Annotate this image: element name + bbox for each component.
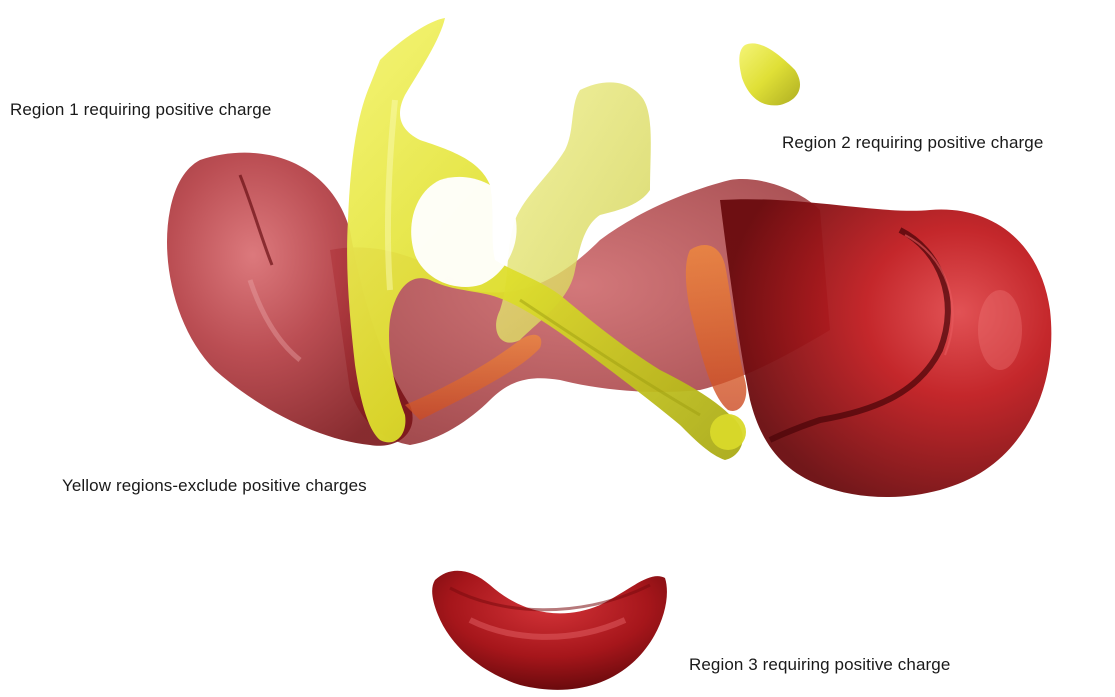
yellow-region-small-top: [739, 43, 800, 105]
red-region-right-lobe: [720, 199, 1051, 497]
region-1-label: Region 1 requiring positive charge: [10, 100, 271, 120]
yellow-regions-label: Yellow regions-exclude positive charges: [62, 476, 367, 496]
region-2-label: Region 2 requiring positive charge: [782, 133, 1043, 153]
red-region-bottom-bowl: [432, 571, 667, 690]
region-3-label: Region 3 requiring positive charge: [689, 655, 950, 675]
